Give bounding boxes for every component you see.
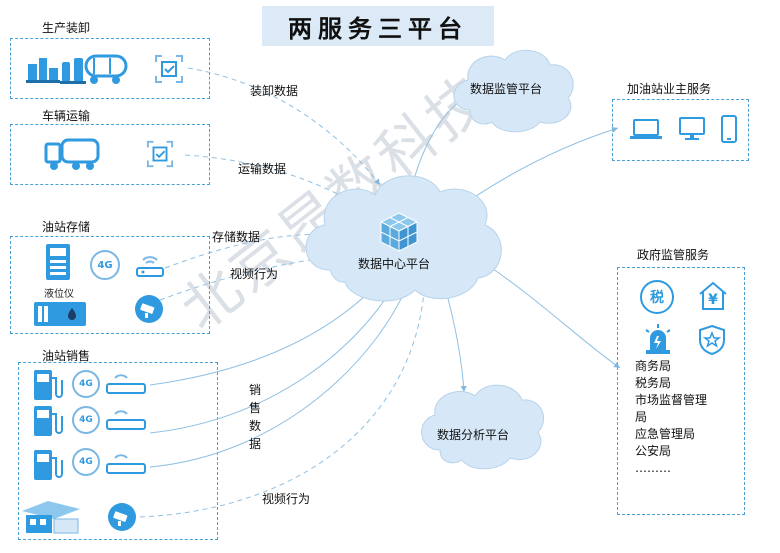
sales-router-icon-2: [106, 410, 146, 430]
tax-icon-text: 税: [650, 290, 664, 306]
network-4g-icon: 4G: [90, 250, 120, 280]
police-shield-icon: [699, 324, 725, 356]
sales-char-1: 销: [249, 383, 262, 397]
sales-4g-icon-2: 4G: [72, 406, 100, 434]
sales-4g-text-3: 4G: [79, 457, 93, 467]
gov-agency-list: 商务局 税务局 市场监督管理 局 应急管理局 公安局 ………: [635, 358, 707, 477]
yuan-icon-text: ¥: [708, 292, 718, 308]
gov-agency-item: 应急管理局: [635, 427, 696, 441]
gov-agency-item: 局: [635, 410, 648, 424]
cloud-center-label: 数据中心平台: [358, 257, 431, 271]
mobile-phone-icon: [721, 115, 737, 143]
edge-transport-label: 运输数据: [238, 162, 287, 176]
data-cube-icon: [379, 212, 419, 252]
edge-video2-label: 视频行为: [262, 492, 311, 506]
edge-sales-line-3: [149, 273, 413, 468]
cloud-monitor: [453, 49, 574, 133]
gas-station-building-icon: [22, 501, 80, 534]
storage-box: [10, 236, 210, 334]
fuel-pump-icon-1: [34, 370, 63, 400]
factory-icon: [26, 58, 60, 83]
cloud-monitor-label: 数据监管平台: [470, 82, 543, 96]
production-box: [10, 38, 210, 99]
gov-agency-item: 公安局: [635, 444, 672, 458]
sales-box: [18, 362, 218, 540]
gov-agency-item: 税务局: [635, 376, 672, 390]
edge-video1-line: [159, 249, 373, 301]
desktop-monitor-icon: [679, 117, 705, 140]
gov-agency-item: 商务局: [635, 359, 672, 373]
sales-4g-text-1: 4G: [79, 379, 93, 389]
edge-storage-label: 存储数据: [212, 230, 261, 244]
laptop-icon: [630, 119, 662, 139]
iot-chip-icon: [155, 55, 183, 83]
transport-box: [10, 124, 210, 185]
sales-char-2: 售: [249, 401, 262, 415]
sales-router-icon-1: [106, 374, 146, 394]
gas-station-service-label: 加油站业主服务: [627, 82, 712, 96]
network-4g-text: 4G: [97, 259, 113, 271]
tanker-truck-icon: [44, 138, 100, 170]
gov-agency-item: ………: [635, 461, 671, 475]
cloud-analysis: [421, 384, 544, 470]
edge-to-gas-service: [469, 126, 619, 201]
sales-label: 油站销售: [42, 349, 91, 363]
fuel-pump-icon-3: [34, 450, 63, 480]
oil-tanks-icon: [60, 58, 86, 84]
edge-sales-line-2: [149, 271, 403, 434]
edge-to-gov: [479, 259, 621, 369]
tax-icon: 税: [640, 280, 674, 314]
router-icon: [136, 256, 164, 277]
level-meter-label: 液位仪: [44, 289, 74, 300]
gov-service-box: [617, 267, 745, 515]
edge-loading-line: [187, 67, 381, 186]
sales-4g-text-2: 4G: [79, 415, 93, 425]
sales-4g-icon-3: 4G: [72, 448, 100, 476]
edge-loading-label: 装卸数据: [250, 84, 299, 98]
edge-video1-label: 视频行为: [230, 267, 279, 281]
level-meter-icon: [46, 244, 70, 280]
edge-video2-line: [139, 275, 428, 518]
yuan-house-icon: ¥: [697, 280, 729, 312]
oil-tank-icon: [34, 302, 86, 326]
gov-agency-item: 市场监督管理: [635, 393, 708, 407]
sales-router-icon-3: [106, 454, 146, 474]
sales-char-4: 据: [249, 437, 262, 451]
camera-icon: [135, 295, 163, 323]
fuel-pump-icon-2: [34, 406, 63, 436]
edge-sales-label: 销 售 数 据: [249, 381, 263, 453]
diagram-title: 两服务三平台: [262, 6, 494, 46]
tank-truck-icon: [84, 54, 128, 84]
sales-4g-icon-1: 4G: [72, 370, 100, 398]
alarm-light-icon: [645, 324, 671, 354]
sales-camera-icon: [108, 503, 136, 531]
iot-chip-icon-2: [146, 140, 174, 168]
gov-service-label: 政府监管服务: [637, 248, 710, 262]
title-text: 两服务三平台: [288, 14, 468, 43]
cloud-analysis-label: 数据分析平台: [437, 428, 510, 442]
transport-label: 车辆运输: [42, 109, 91, 123]
storage-label: 油站存储: [42, 220, 91, 234]
sales-char-3: 数: [249, 419, 262, 433]
production-label: 生产装卸: [42, 21, 91, 35]
